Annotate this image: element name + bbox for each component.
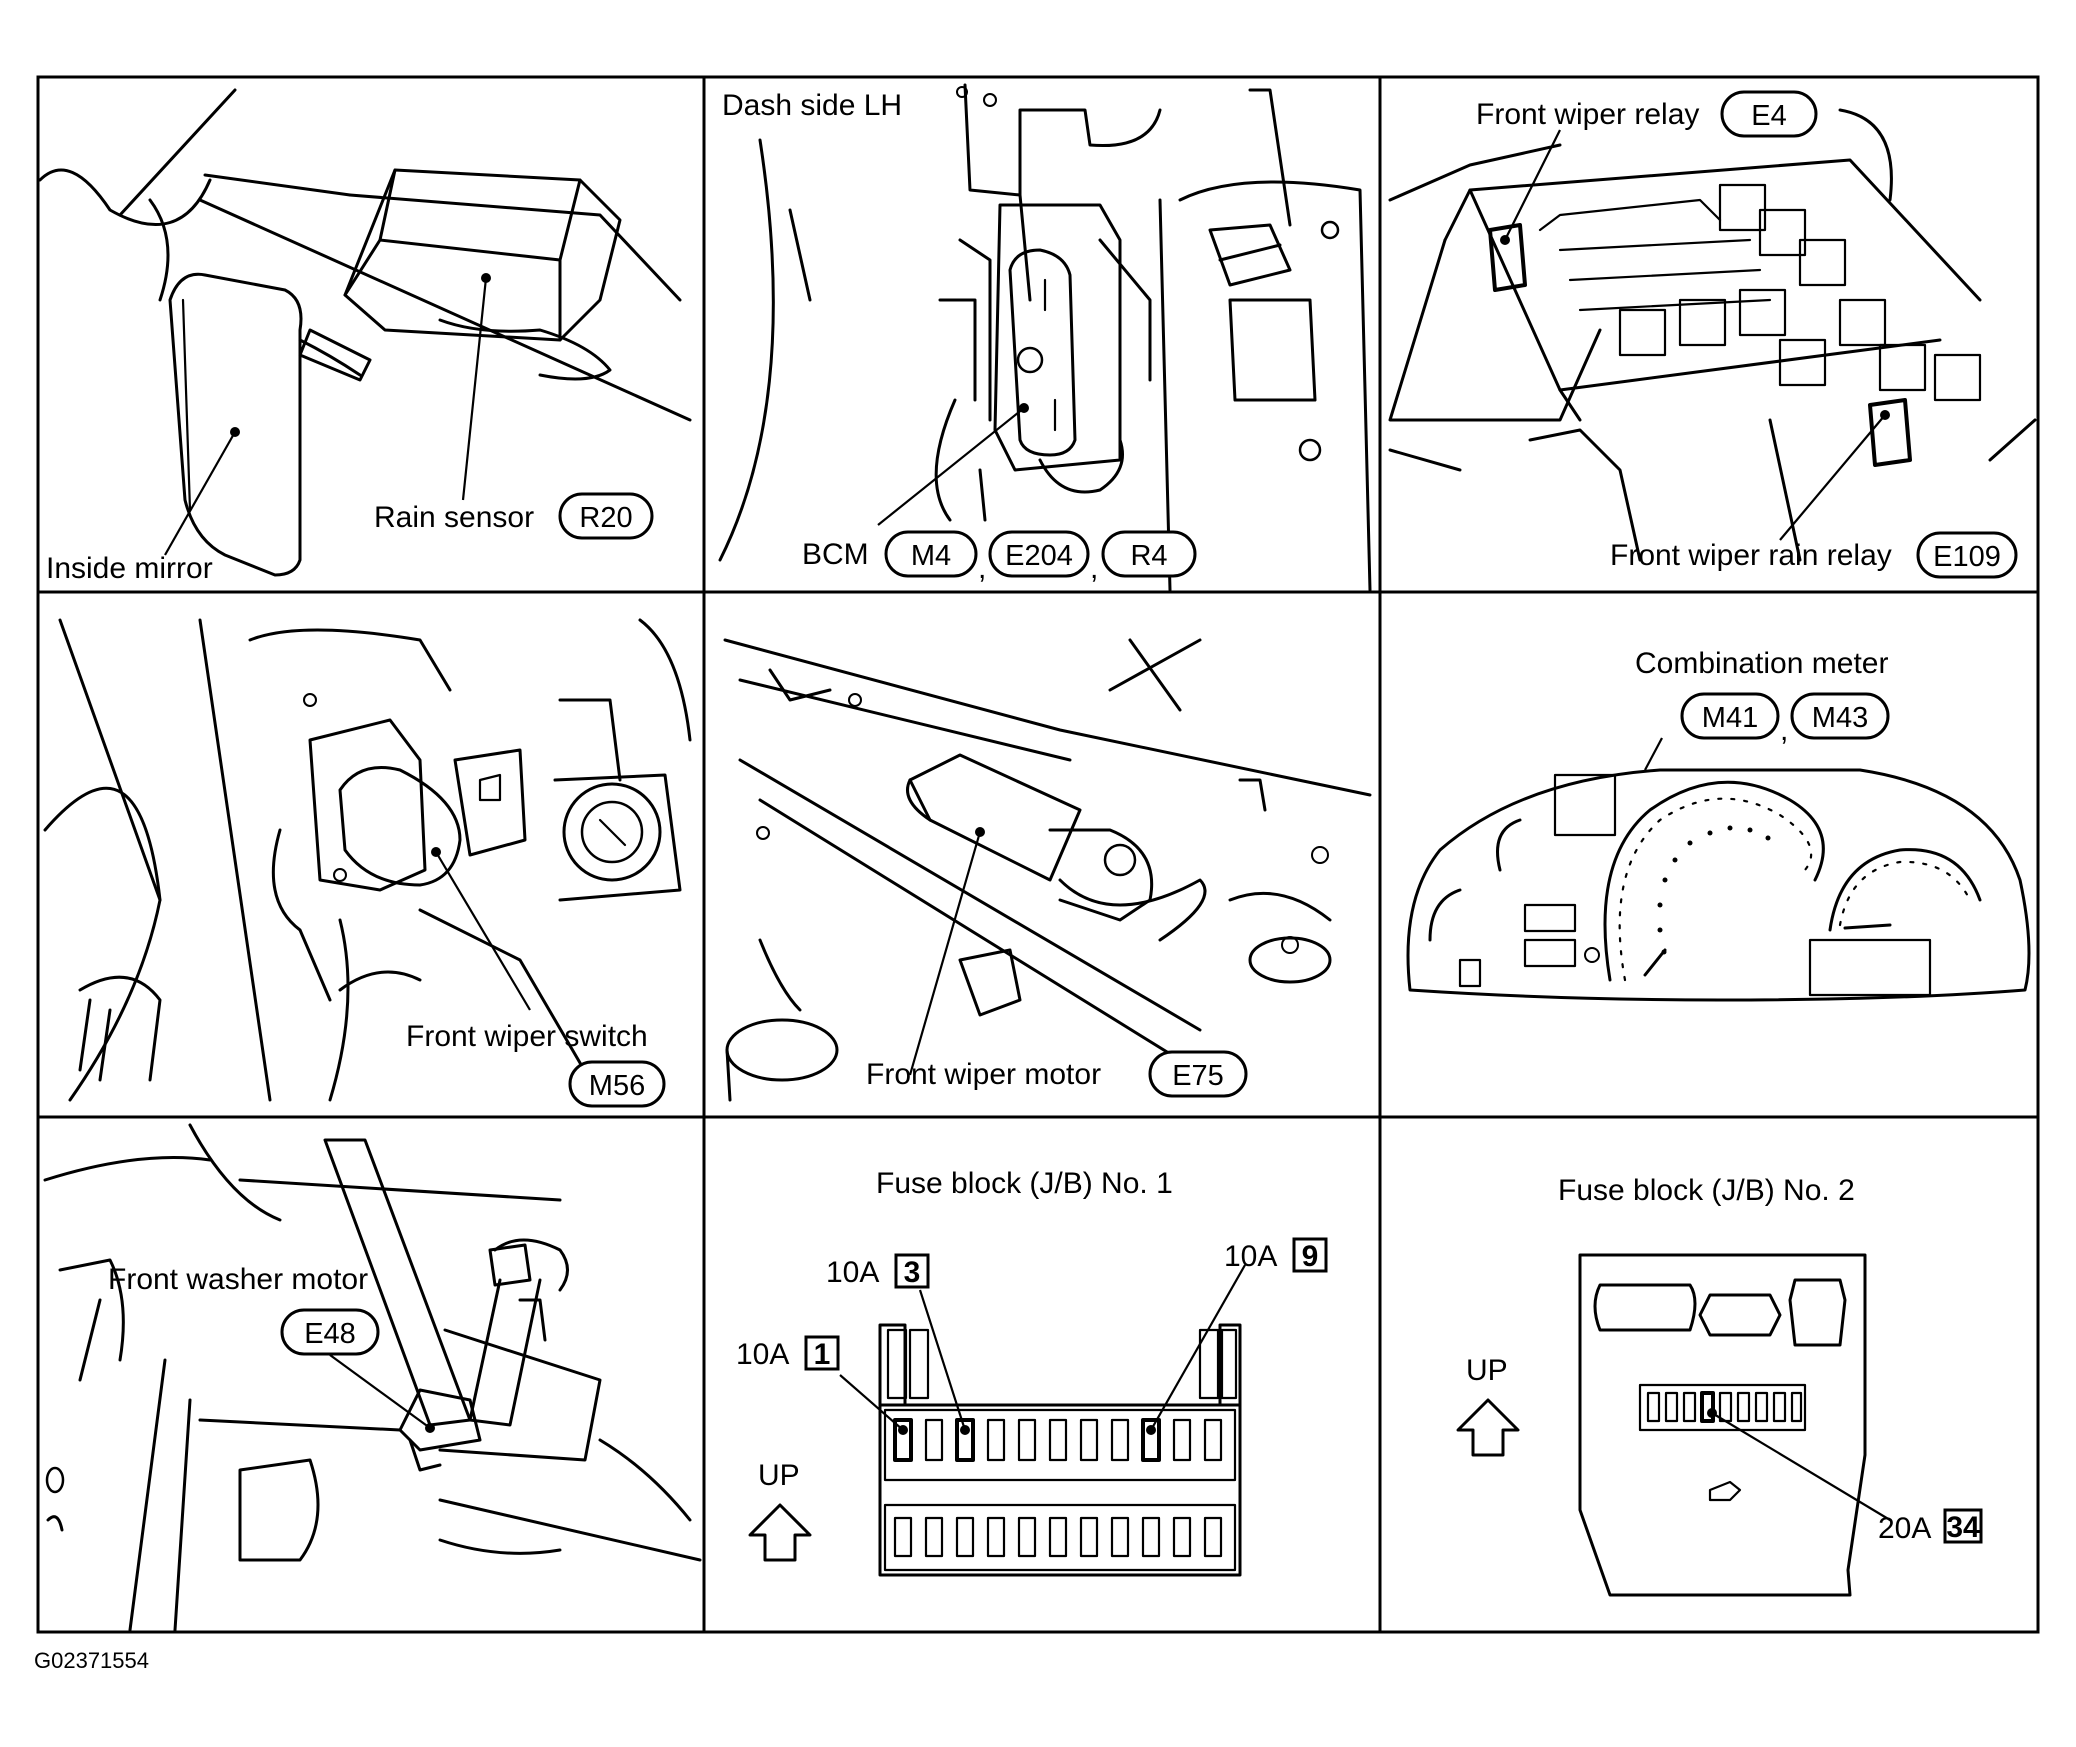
rain-sensor-connector-badge — [558, 492, 654, 540]
panel-dash-side: Dash side LH BCM M4 , E204 — [718, 83, 1372, 592]
bcm-connector-1-badge — [884, 530, 978, 578]
front-wiper-switch-connector-badge — [568, 1060, 666, 1108]
panel-front-wiper-switch: Front wiper switch M56 — [43, 618, 692, 1108]
panel-combination-meter: Combination meter M41 , M43 — [1406, 647, 2031, 1002]
front-washer-motor-label: Front washer motor — [108, 1263, 368, 1296]
bcm-connector-separator: , — [978, 552, 986, 585]
inside-mirror-label: Inside mirror — [46, 552, 213, 585]
bcm-label: BCM — [802, 538, 869, 571]
panel-grid — [36, 75, 2040, 1634]
meter-connector-separator: , — [1780, 714, 1788, 747]
fuse-34-number-box — [1943, 1508, 1983, 1544]
bcm-connector-2-badge — [988, 530, 1090, 578]
fuse-34-amperage: 20A — [1878, 1512, 1931, 1545]
front-wiper-relay-connector-badge — [1720, 90, 1818, 138]
front-washer-motor-connector: E48 — [304, 1318, 356, 1350]
fuse-1-number-box — [804, 1335, 840, 1371]
front-wiper-relay-label: Front wiper relay — [1476, 98, 1699, 131]
fuse-block-1-title: Fuse block (J/B) No. 1 — [876, 1167, 1173, 1200]
front-wiper-rain-relay-connector-badge — [1916, 531, 2018, 579]
front-wiper-motor-connector: E75 — [1172, 1060, 1224, 1092]
combination-meter-connector-2-badge — [1790, 692, 1890, 740]
fuse-block-2-up-label: UP — [1466, 1354, 1508, 1387]
dash-side-title: Dash side LH — [722, 89, 902, 122]
speedo-dots — [1657, 825, 1771, 955]
fuse-row-lower — [893, 1516, 1223, 1558]
fuse-row-upper — [893, 1418, 1223, 1462]
rain-sensor-label: Rain sensor — [374, 501, 534, 534]
fuse-3-amperage: 10A — [826, 1256, 879, 1289]
fuse-34-number: 34 — [1946, 1511, 1980, 1544]
front-wiper-rain-relay-connector: E109 — [1933, 541, 2001, 573]
figure-code: G02371554 — [34, 1648, 149, 1673]
bcm-connector-1: M4 — [911, 540, 951, 572]
front-wiper-relay-connector: E4 — [1751, 100, 1786, 132]
panel-relay-box: Front wiper relay E4 Front wiper rain re… — [1388, 90, 2037, 579]
fuse-block-2-title: Fuse block (J/B) No. 2 — [1558, 1174, 1855, 1207]
panel-front-washer-motor: Front washer motor E48 — [43, 1123, 702, 1632]
fuse-3-number: 3 — [904, 1256, 921, 1289]
combination-meter-connector-1: M41 — [1702, 702, 1758, 734]
front-wiper-switch-label: Front wiper switch — [406, 1020, 648, 1053]
panel-fuse-block-1: Fuse block (J/B) No. 1 — [736, 1167, 1328, 1577]
panel-inside-mirror: Inside mirror Rain sensor R20 — [38, 88, 692, 585]
front-wiper-switch-connector: M56 — [589, 1070, 645, 1102]
fuse-block-1-up-arrow-icon — [748, 1503, 812, 1562]
bcm-connector-separator: , — [1090, 552, 1098, 585]
combination-meter-connector-1-badge — [1680, 692, 1780, 740]
fuse-1-number: 1 — [814, 1338, 831, 1371]
fuse-9-amperage: 10A — [1224, 1240, 1277, 1273]
bcm-connector-3: R4 — [1130, 540, 1167, 572]
fuse-1-amperage: 10A — [736, 1338, 789, 1371]
fuse-9-number: 9 — [1302, 1240, 1319, 1273]
fuse-block-1-up-label: UP — [758, 1459, 800, 1492]
front-wiper-motor-connector-badge — [1148, 1050, 1248, 1098]
panel-front-wiper-motor: Front wiper motor E75 — [723, 638, 1372, 1102]
bcm-connector-3-badge — [1101, 530, 1197, 578]
fuse-9-number-box — [1292, 1237, 1328, 1273]
bcm-connector-2: E204 — [1005, 540, 1073, 572]
fuse-3-number-box — [894, 1253, 930, 1289]
front-washer-motor-connector-badge — [280, 1308, 380, 1356]
fuse-block-2-row — [1646, 1391, 1803, 1423]
front-wiper-motor-label: Front wiper motor — [866, 1058, 1101, 1091]
combination-meter-connector-2: M43 — [1812, 702, 1868, 734]
combination-meter-label: Combination meter — [1635, 647, 1888, 680]
front-wiper-rain-relay-label: Front wiper rain relay — [1610, 539, 1892, 572]
fuse-block-2-up-arrow-icon — [1456, 1398, 1520, 1457]
panel-fuse-block-2: Fuse block (J/B) No. 2 20A 34 UP — [1456, 1174, 1983, 1597]
rain-sensor-connector: R20 — [579, 502, 632, 534]
